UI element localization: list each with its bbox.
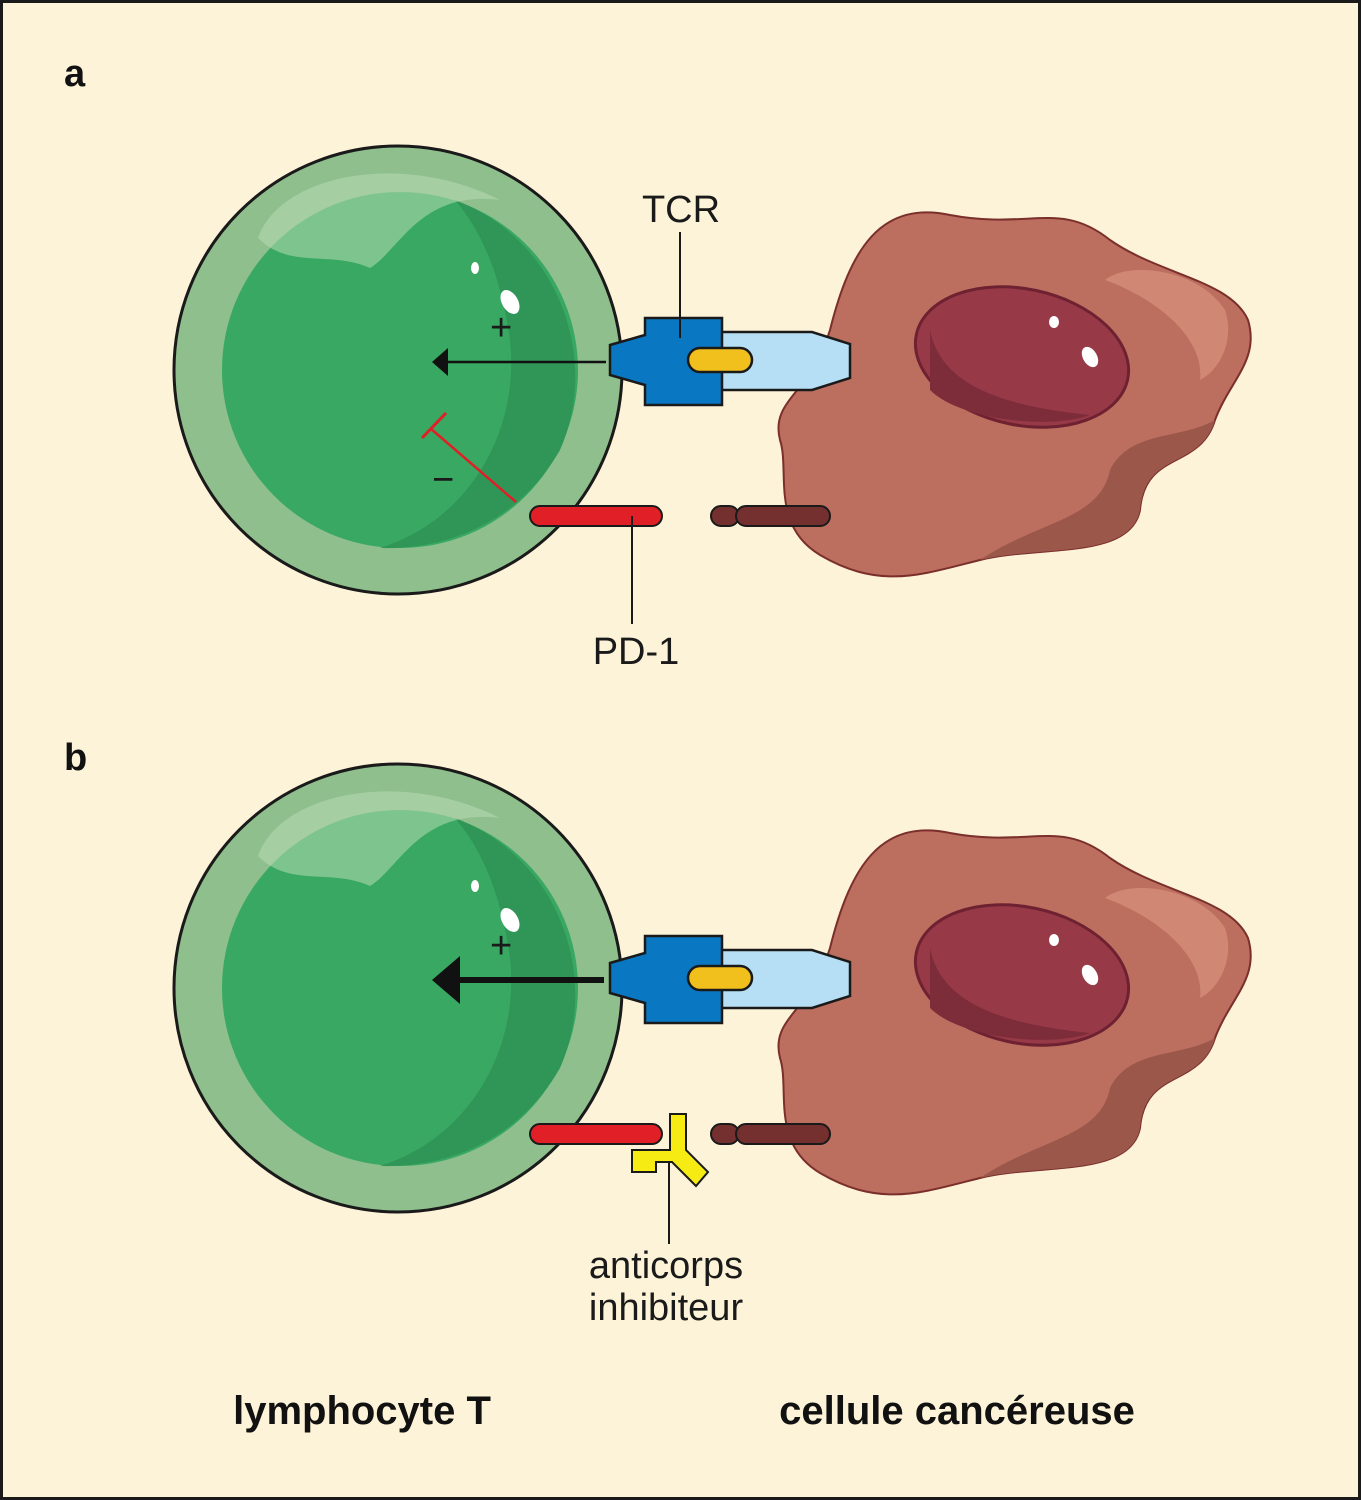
- cancer-cell-highlight: [1105, 270, 1229, 380]
- cancer-cell-shade: [980, 1038, 1215, 1178]
- caption-cancer-cell: cellule cancéreuse: [779, 1389, 1135, 1433]
- minus-sign-a: −: [432, 459, 454, 501]
- panel-a: a +: [64, 53, 1252, 673]
- nucleus-glint: [1081, 964, 1099, 986]
- inhibition-bar: [420, 411, 448, 440]
- t-lymphocyte: [172, 144, 624, 596]
- pdl1-ligand: [710, 505, 831, 527]
- cancer-cell-highlight: [1105, 888, 1229, 998]
- t-lymphocyte-b: [172, 762, 624, 1214]
- antibody-label-line1: anticorps: [589, 1245, 743, 1287]
- antibody-label-line2: inhibiteur: [589, 1287, 744, 1329]
- nucleus-glint: [1081, 346, 1099, 368]
- t-cell-glint: [500, 290, 520, 314]
- tcr-label: TCR: [642, 189, 720, 231]
- plus-sign-b: +: [490, 925, 512, 967]
- cancer-cell-shade: [980, 420, 1215, 560]
- activation-arrowhead: [432, 348, 448, 376]
- nucleus-shade: [930, 330, 1090, 422]
- pd1-receptor: [529, 1123, 663, 1145]
- t-cell-shade: [380, 200, 576, 549]
- panel-letter-a: a: [64, 53, 86, 95]
- nucleus-glint-small: [1049, 934, 1059, 946]
- caption-lymphocyte: lymphocyte T: [233, 1389, 491, 1433]
- t-cell-highlight: [258, 173, 500, 268]
- inhibition-line: [429, 427, 517, 503]
- t-cell-glint-small: [471, 880, 479, 892]
- cancer-cell-b: [777, 829, 1252, 1196]
- inhibitory-antibody: [631, 1113, 710, 1188]
- nucleus-shade: [930, 948, 1090, 1040]
- tcr-mhc-complex: [608, 316, 852, 407]
- panel-letter-b: b: [64, 737, 87, 779]
- antigen-peptide: [686, 346, 754, 374]
- t-cell-glint-small: [471, 262, 479, 274]
- pd1-receptor: [529, 505, 663, 527]
- t-cell-highlight: [258, 791, 500, 886]
- tcr-mhc-complex-b: [608, 934, 852, 1025]
- pdl1-ligand: [710, 1123, 831, 1145]
- t-cell-shade: [380, 818, 576, 1167]
- panel-b: b +: [64, 737, 1252, 1329]
- strong-activation-arrowhead: [432, 956, 460, 1004]
- pd1-label: PD-1: [593, 631, 680, 673]
- cancer-cell: [777, 211, 1252, 578]
- antigen-peptide: [686, 964, 754, 992]
- nucleus-glint-small: [1049, 316, 1059, 328]
- plus-sign-a: +: [490, 307, 512, 349]
- t-cell-glint: [500, 908, 520, 932]
